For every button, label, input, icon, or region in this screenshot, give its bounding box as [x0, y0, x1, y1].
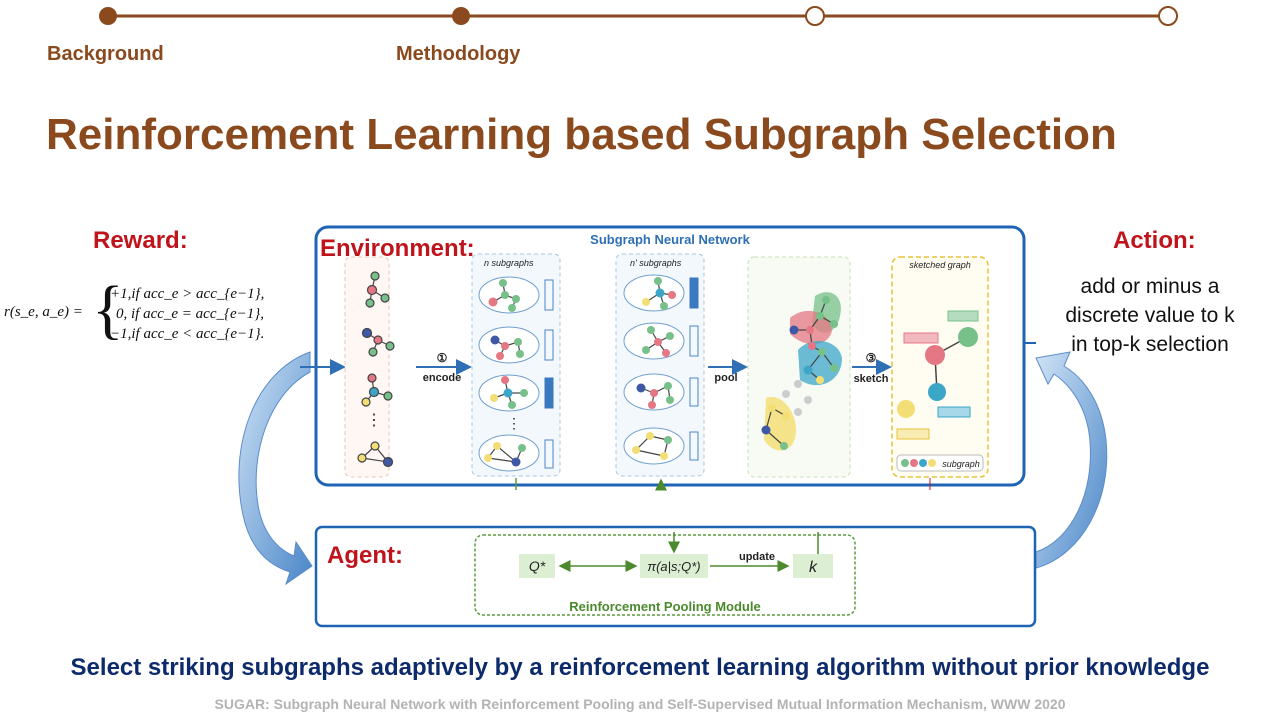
k-node-label: k: [809, 559, 818, 576]
action-description: add or minus a discrete value to k in to…: [1045, 272, 1255, 359]
citation: SUGAR: Subgraph Neural Network with Rein…: [214, 696, 1066, 712]
n-prime-subgraphs-box: [615, 253, 705, 477]
action-line-2: discrete value to k: [1065, 304, 1235, 327]
k-node[interactable]: [793, 554, 833, 578]
sketched-graph-box: [891, 256, 989, 478]
input-graphs-ellipsis: ⋮: [366, 412, 382, 429]
n-subgraph-3: [478, 374, 554, 412]
n-subgraphs-label: n subgraphs: [484, 258, 534, 268]
page-title: Reinforcement Learning based Subgraph Se…: [46, 110, 1117, 159]
subgraph-nn-title: Subgraph Neural Network: [590, 232, 750, 247]
rpm-label: Reinforcement Pooling Module: [569, 599, 760, 614]
reward-case-3: −1,if acc_e < acc_{e−1}.: [110, 326, 265, 342]
n-prime-subgraph-4: [623, 427, 699, 465]
policy-node[interactable]: [640, 554, 708, 578]
update-label: update: [739, 551, 775, 563]
n-subgraphs-ellipsis: ⋮: [507, 415, 521, 431]
sketched-graph: [896, 310, 984, 472]
agent-frame: [314, 525, 1037, 628]
reward-label: Reward:: [93, 227, 188, 254]
step1-number: ①: [437, 351, 448, 365]
n-subgraph-4: [478, 434, 554, 472]
progress-step-methodology-dot[interactable]: [452, 7, 470, 25]
reward-formula-brace: {: [92, 273, 124, 346]
agent-label: Agent:: [327, 542, 403, 569]
pooled-graph: [761, 292, 842, 451]
pool-label: pool: [714, 372, 737, 384]
step3-sketch-label: sketch: [854, 373, 889, 385]
reward-case-2: 0, if acc_e = acc_{e−1},: [116, 306, 265, 322]
n-prime-subgraphs-label: n' subgraphs: [630, 258, 682, 268]
step1-encode-label: encode: [423, 372, 462, 384]
action-line-1: add or minus a: [1080, 275, 1220, 298]
progress-bar: [99, 6, 1178, 26]
sketched-graph-label: sketched graph: [909, 260, 971, 270]
input-graph-3: [361, 373, 393, 407]
curved-arrow-left: [238, 351, 313, 586]
input-graph-2: [361, 327, 395, 357]
input-graphs-box: [344, 256, 390, 478]
action-label: Action:: [1113, 227, 1196, 254]
progress-step-4-dot[interactable]: [1158, 6, 1178, 26]
progress-label-background[interactable]: Background: [47, 43, 164, 65]
reward-case-1: +1,if acc_e > acc_{e−1},: [110, 286, 265, 302]
environment-label: Environment:: [320, 235, 475, 262]
input-graph-1: [365, 271, 390, 308]
n-subgraph-2: [478, 326, 554, 364]
summary-statement: Select striking subgraphs adaptively by …: [70, 654, 1210, 681]
n-prime-subgraph-2: [623, 322, 699, 360]
step3-number: ③: [866, 351, 877, 365]
progress-step-3-dot[interactable]: [805, 6, 825, 26]
action-line-3: in top-k selection: [1071, 333, 1229, 356]
n-prime-subgraph-3: [623, 373, 699, 411]
environment-frame: [314, 225, 1026, 487]
reward-formula-lhs: r(s_e, a_e) =: [4, 304, 83, 320]
progress-step-background-dot[interactable]: [99, 7, 117, 25]
q-node[interactable]: [519, 554, 555, 578]
q-node-label: Q*: [529, 558, 546, 574]
progress-label-methodology[interactable]: Methodology: [396, 43, 521, 65]
input-graph-4: [357, 441, 394, 468]
n-prime-subgraph-1: [623, 274, 699, 312]
legend-subgraph-label: subgraph: [942, 459, 980, 469]
curved-arrow-right: [1035, 351, 1108, 569]
policy-node-label: π(a|s;Q*): [647, 559, 700, 574]
n-subgraph-1: [478, 276, 554, 314]
